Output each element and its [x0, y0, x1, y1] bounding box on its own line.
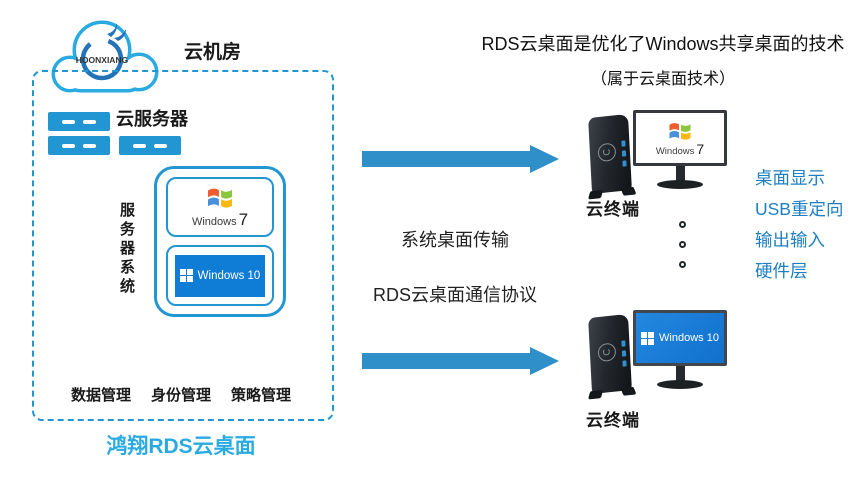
management-label: 策略管理 — [231, 387, 292, 404]
terminal-label: 云终端 — [586, 200, 640, 219]
windows7-wordmark: Windows 7 — [192, 210, 248, 230]
windows7-flag-icon — [208, 188, 232, 208]
server-icon — [119, 136, 181, 155]
windows7-brand-text: Windows — [655, 145, 695, 157]
thin-client-logo-icon — [597, 142, 617, 163]
machine-room-label: 云机房 — [184, 42, 242, 63]
os-container: Windows 7 Windows 10 — [154, 166, 286, 317]
transfer-label: 系统桌面传输 — [401, 230, 509, 250]
note-line2: （属于云桌面技术） — [590, 71, 735, 88]
product-caption: 鸿翔RDS云桌面 — [106, 435, 256, 458]
windows10-label: Windows 10 — [659, 332, 719, 344]
windows7-flag-icon — [669, 122, 691, 140]
description-note: RDS云桌面是优化了Windows共享桌面的技术 （属于云桌面技术） — [468, 30, 858, 89]
feature-item: 桌面显示 — [755, 168, 825, 188]
cloud-brand-text: HOONXIANG — [76, 55, 129, 65]
cloud-server-label: 云服务器 — [116, 109, 188, 129]
server-icon — [48, 112, 110, 131]
feature-item: 硬件层 — [755, 261, 808, 281]
cloud-terminal-win7: Windows 7 云终端 — [586, 106, 736, 226]
monitor-screen-win10: Windows 10 — [633, 310, 727, 366]
windows10-label: Windows 10 — [197, 269, 261, 282]
machine-room-boundary — [32, 70, 334, 421]
cloud-icon: HOONXIANG — [51, 20, 159, 93]
protocol-arrow-icon — [362, 353, 530, 369]
feather-icon — [107, 23, 118, 37]
transfer-arrow-icon — [362, 151, 530, 167]
windows7-brand-text: Windows — [191, 215, 237, 228]
windows10-flag-icon — [179, 269, 193, 282]
windows7-version-text: 7 — [696, 140, 705, 157]
management-label: 数据管理 — [70, 387, 131, 404]
protocol-label: RDS云桌面通信协议 — [372, 285, 537, 305]
monitor-base — [657, 180, 703, 189]
monitor-neck — [675, 366, 685, 381]
windows7-version-text: 7 — [238, 209, 249, 229]
monitor-neck — [675, 166, 685, 181]
server-icon — [48, 136, 110, 155]
windows10-box: Windows 10 — [166, 245, 274, 306]
thin-client-icon — [588, 313, 637, 400]
feather-icon — [114, 29, 126, 41]
usb-ports-icon — [621, 340, 627, 367]
logo-ring-icon — [80, 37, 124, 81]
usb-ports-icon — [621, 140, 627, 167]
monitor-win7: Windows 7 — [633, 110, 727, 189]
windows7-box: Windows 7 — [166, 177, 274, 237]
windows10-badge: Windows 10 — [175, 254, 265, 297]
thin-client-logo-icon — [597, 342, 617, 363]
windows7-wordmark: Windows 7 — [656, 141, 704, 157]
monitor-win10: Windows 10 — [633, 310, 727, 389]
stand-foot — [588, 389, 604, 400]
windows10-flag-icon — [641, 331, 655, 345]
feature-list: 桌面显示 USB重定向 输出输入 硬件层 — [755, 169, 843, 280]
thin-client-icon — [588, 113, 637, 200]
monitor-screen-win7: Windows 7 — [633, 110, 727, 166]
monitor-base — [657, 380, 703, 389]
cloud-logo: HOONXIANG — [44, 12, 168, 109]
feature-item: 输出输入 — [755, 230, 825, 250]
terminal-label: 云终端 — [586, 411, 640, 430]
note-line1: RDS云桌面是优化了Windows共享桌面的技术 — [481, 34, 845, 54]
cloud-terminal-win10: Windows 10 云终端 — [586, 306, 736, 430]
feature-item: USB重定向 — [755, 199, 844, 219]
server-system-label: 服务器系统 — [118, 202, 135, 297]
ellipsis-dots-icon — [679, 221, 686, 268]
management-label: 身份管理 — [150, 387, 211, 404]
management-row: 数据管理 身份管理 策略管理 — [32, 384, 330, 405]
